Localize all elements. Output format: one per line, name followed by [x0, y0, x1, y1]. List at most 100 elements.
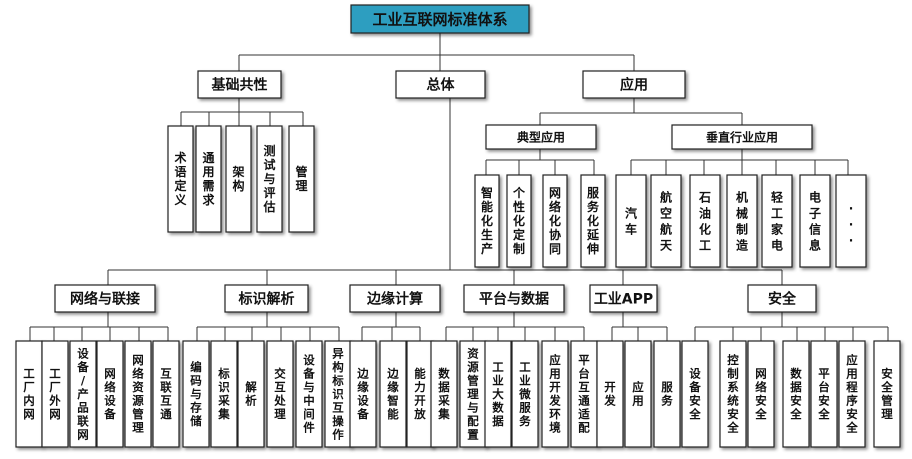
leaf-0-5: 互联互通 [152, 340, 180, 448]
vertical-item-2-box [689, 174, 721, 268]
leaf-5-0-box [681, 340, 709, 448]
basic-item-0-box [167, 125, 194, 233]
leaf-3-1-label: 资源管理与配置 [466, 346, 479, 441]
vertical-item-2: 石油化工 [689, 174, 721, 268]
category-overall-label: 总体 [427, 77, 456, 94]
leaf-1-2-label: 解析 [245, 380, 257, 408]
leaf-1-1-label: 标识采集 [217, 367, 230, 422]
vertical-industry-application-box [671, 124, 813, 150]
category-application-label: 应用 [620, 77, 648, 94]
vertical-item-0-label: 汽车 [625, 205, 637, 236]
typical-item-1-box [506, 174, 532, 268]
vertical-item-3-label: 机械制造 [736, 189, 749, 252]
typical-application: 典型应用 [485, 124, 597, 150]
leaf-1-4-box [295, 340, 323, 448]
leaf-5-3: 数据安全 [782, 340, 810, 448]
leaf-1-1: 标识采集 [210, 340, 238, 448]
category-basic-common: 基础共性 [197, 70, 282, 99]
typical-item-0-box [474, 174, 500, 268]
vertical-item-1-label: 航空航天 [660, 189, 673, 252]
leaf-5-4-box [810, 340, 838, 448]
leaf-5-2: 网络安全 [747, 340, 775, 448]
leaf-0-5-box [152, 340, 180, 448]
vertical-item-5-label: 电子信息 [809, 189, 821, 252]
leaf-1-0-label: 编码与存储 [190, 360, 202, 428]
leaf-5-5-box [838, 340, 866, 448]
leaf-5-2-box [747, 340, 775, 448]
vertical-item-4-box [761, 174, 793, 268]
leaf-1-4: 设备与中间件 [295, 340, 323, 448]
vertical-item-4-label: 轻工家电 [771, 189, 784, 252]
vertical-item-6-label: ... [849, 198, 854, 244]
leaf-5-1-box [719, 340, 747, 448]
basic-item-1-box [195, 125, 222, 233]
root-title-label: 工业互联网标准体系 [372, 10, 507, 28]
vertical-industry-application-label: 垂直行业应用 [706, 129, 778, 144]
leaf-0-1: 工厂外网 [41, 340, 69, 448]
leaf-3-4: 应用开发环境 [541, 340, 569, 448]
overall-branch-2: 边缘计算 [349, 284, 441, 313]
overall-branch-1-label: 标识解析 [238, 291, 295, 308]
overall-branch-5-box [747, 284, 817, 313]
leaf-0-4: 网络资源管理 [124, 340, 152, 448]
leaf-3-4-box [541, 340, 569, 448]
leaf-0-0-box [15, 340, 43, 448]
basic-item-2: 架构 [225, 125, 252, 233]
connector-lines [29, 31, 889, 341]
leaf-4-2-label: 服务 [661, 380, 673, 408]
basic-item-3: 测试与评估 [256, 125, 283, 233]
overall-branch-4-box [589, 284, 658, 313]
basic-item-0: 术语定义 [167, 125, 194, 233]
typical-item-3: 服务化延伸 [580, 174, 606, 268]
overall-branch-4: 工业APP [589, 284, 658, 313]
leaf-2-2-box [406, 340, 434, 448]
leaf-5-4-label: 平台安全 [817, 367, 830, 422]
overall-branch-5-label: 安全 [768, 291, 797, 308]
typical-item-3-label: 服务化延伸 [586, 185, 600, 256]
diagram-nodes: 工业互联网标准体系基础共性总体应用术语定义通用需求架构测试与评估管理典型应用垂直… [15, 4, 901, 448]
vertical-item-3: 机械制造 [726, 174, 758, 268]
leaf-5-4: 平台安全 [810, 340, 838, 448]
typical-item-2-label: 网络化协同 [549, 186, 561, 256]
leaf-1-3: 交互处理 [266, 340, 294, 448]
basic-item-1-label: 通用需求 [201, 150, 215, 207]
leaf-2-1-box [379, 340, 407, 448]
basic-item-0-label: 术语定义 [173, 150, 187, 207]
typical-item-2: 网络化协同 [542, 174, 568, 268]
leaf-1-1-box [210, 340, 238, 448]
vertical-item-4: 轻工家电 [761, 174, 793, 268]
vertical-item-5-box [799, 174, 831, 268]
leaf-0-2-label: 设备/产品联网 [76, 346, 89, 441]
leaf-4-2-box [653, 340, 681, 448]
vertical-item-5: 电子信息 [799, 174, 831, 268]
leaf-0-1-box [41, 340, 69, 448]
leaf-0-0: 工厂内网 [15, 340, 43, 448]
leaf-0-4-box [124, 340, 152, 448]
leaf-5-6-label: 安全管理 [880, 367, 893, 422]
leaf-3-2-label: 工业大数据 [492, 360, 504, 428]
leaf-0-5-label: 互联互通 [160, 367, 172, 422]
typical-application-label: 典型应用 [517, 129, 565, 144]
leaf-5-6-box [873, 340, 901, 448]
leaf-5-5: 应用程序安全 [838, 340, 866, 448]
basic-item-3-box [256, 125, 283, 233]
leaf-1-2: 解析 [237, 340, 265, 448]
leaf-0-0-label: 工厂内网 [23, 367, 35, 422]
basic-item-3-label: 测试与评估 [262, 143, 275, 214]
vertical-item-0-box [615, 174, 647, 268]
leaf-0-4-label: 网络资源管理 [131, 353, 144, 435]
vertical-item-6-box [835, 174, 867, 268]
leaf-2-0-box [349, 340, 377, 448]
leaf-1-2-box [237, 340, 265, 448]
leaf-3-5: 平台互通适配 [570, 340, 598, 448]
overall-branch-3-label: 平台与数据 [479, 291, 549, 308]
vertical-item-3-box [726, 174, 758, 268]
leaf-3-4-label: 应用开发环境 [548, 353, 561, 435]
leaf-3-3-box [511, 340, 539, 448]
leaf-1-3-box [266, 340, 294, 448]
leaf-4-2: 服务 [653, 340, 681, 448]
leaf-1-3-label: 交互处理 [273, 367, 286, 422]
leaf-4-0: 开发 [596, 340, 624, 448]
basic-item-4-box [288, 125, 315, 233]
